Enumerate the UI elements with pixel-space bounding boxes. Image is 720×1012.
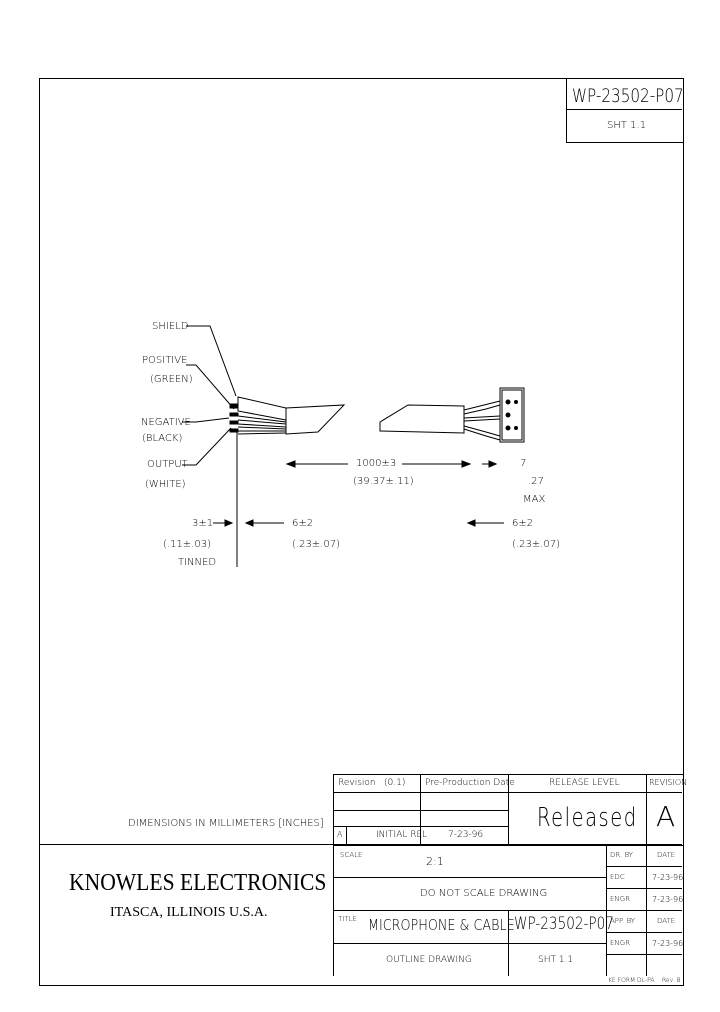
sig-role: EDC	[610, 873, 625, 881]
dim-strip-in: (.11±.03)	[163, 539, 211, 550]
release-level-header: RELEASE LEVEL	[549, 778, 620, 788]
rev-row-letter: A	[337, 830, 343, 839]
title-block	[39, 844, 682, 977]
release-status: Released	[537, 803, 638, 833]
sig-role: ENGR	[610, 939, 630, 947]
top-number-box	[566, 78, 683, 143]
wire-negative	[237, 423, 287, 428]
part-number: WP-23502-P07	[514, 914, 614, 934]
microphone-body	[499, 387, 525, 443]
company-location: ITASCA, ILLINOIS U.S.A.	[110, 905, 268, 920]
sheet-number: SHT 1.1	[538, 955, 574, 965]
sig-date: DATE	[657, 917, 676, 925]
scale-value: 2:1	[426, 855, 444, 868]
sig-role: ENGR	[610, 895, 630, 903]
dim-jacket-left-mm: 6±2	[292, 518, 314, 529]
label-output: OUTPUT	[147, 459, 188, 470]
footer-rev: Rev. B	[662, 977, 681, 984]
dim-jacket-right-mm: 6±2	[512, 518, 534, 529]
label-negative: NEGATIVE	[141, 417, 191, 428]
dim-end-in: .27	[528, 476, 544, 487]
drawing-border	[39, 78, 684, 986]
label-positive-color: (GREEN)	[150, 374, 193, 385]
dim-length-mm: 1000±3	[356, 458, 397, 469]
dim-end-mm: 7	[520, 458, 527, 469]
label-negative-color: (BLACK)	[142, 433, 183, 444]
sig-date: 7-23-96	[652, 895, 684, 904]
cable-jacket-right	[379, 404, 465, 434]
revision-letter: A	[656, 800, 676, 833]
dim-jacket-right-in: (.23±.07)	[512, 539, 560, 550]
sig-header-date: DATE	[657, 851, 676, 859]
sig-date: 7-23-96	[652, 939, 684, 948]
cable-diagram	[182, 325, 525, 567]
company-name: KNOWLES ELECTRONICS	[69, 870, 327, 896]
label-positive: POSITIVE	[142, 355, 188, 366]
dim-jacket-left-in: (.23±.07)	[292, 539, 340, 550]
rev-row-desc: INITIAL REL	[376, 830, 428, 840]
label-shield: SHIELD	[152, 321, 189, 332]
top-part-number: WP-23502-P07	[572, 85, 684, 107]
rev-row-date: 7-23-96	[448, 830, 484, 840]
tinned-end	[229, 403, 239, 409]
dim-length-in: (39.37±.11)	[353, 476, 414, 487]
sig-header-drby: DR. BY	[610, 851, 633, 859]
revision-letter-header: REVISION	[649, 778, 688, 787]
do-not-scale: DO NOT SCALE DRAWING	[420, 888, 548, 899]
revision-header: Revision	[338, 778, 376, 788]
dim-strip-mm: 3±1	[192, 518, 214, 529]
scale-label: SCALE	[340, 851, 363, 859]
pre-production-header: Pre-Production Date	[425, 778, 515, 788]
drawing-title: MICROPHONE & CABLE	[368, 916, 515, 934]
title-label: TITLE	[338, 915, 357, 923]
top-sheet-number: SHT 1.1	[607, 120, 647, 131]
sig-date: 7-23-96	[652, 873, 684, 882]
dim-end-max: MAX	[523, 494, 546, 505]
wire-positive	[237, 415, 287, 423]
revision-value: (0.1)	[384, 778, 406, 788]
sig-role: APP. BY	[610, 917, 636, 925]
outline-drawing: OUTLINE DRAWING	[386, 955, 472, 965]
footer-form: KE FORM DL-PA	[608, 977, 655, 984]
dim-strip-tinned: TINNED	[178, 557, 217, 568]
units-note: DIMENSIONS IN MILLIMETERS [INCHES]	[128, 818, 324, 829]
label-output-color: (WHITE)	[145, 479, 186, 490]
top-number-divider	[566, 109, 682, 110]
cable-jacket-left	[285, 404, 346, 435]
